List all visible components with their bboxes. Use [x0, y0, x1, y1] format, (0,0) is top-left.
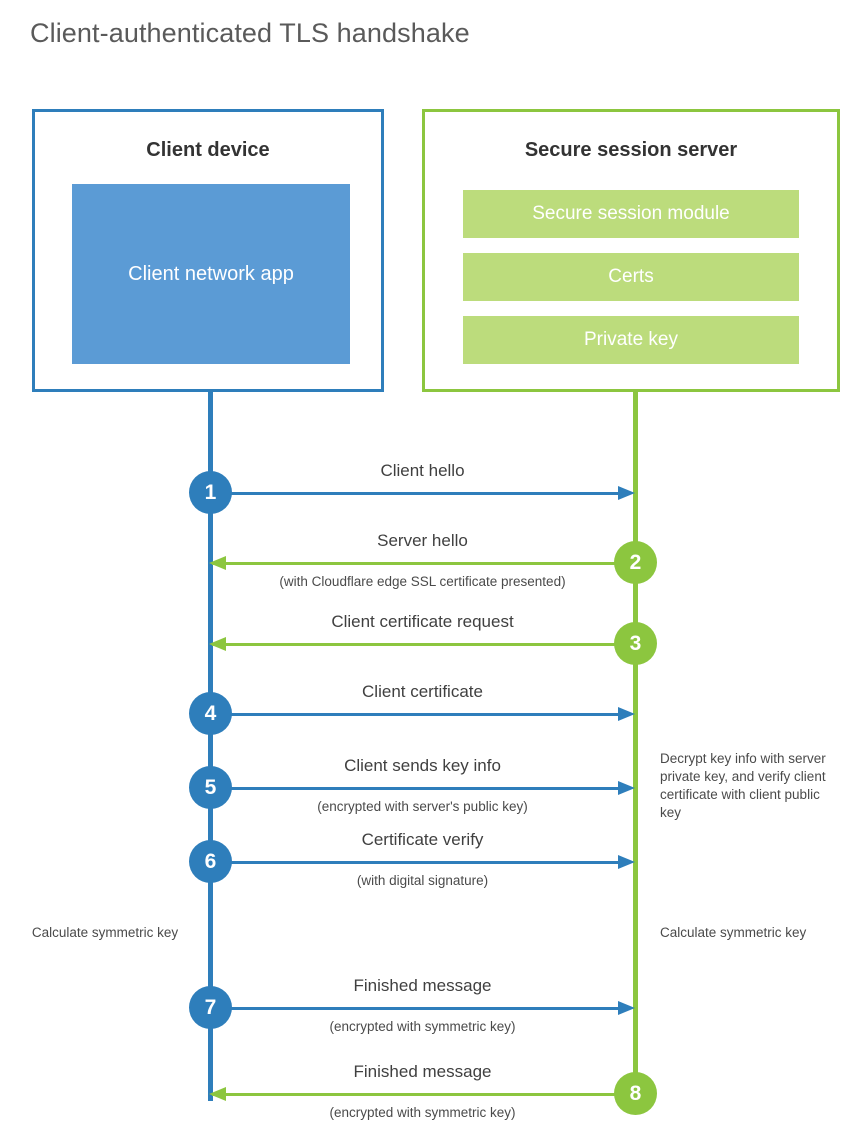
server-bar-private-key: Private key [463, 316, 799, 364]
arrow-line-8 [212, 1093, 635, 1096]
arrow-line-7 [210, 1007, 630, 1010]
arrow-head-icon-5 [618, 781, 635, 795]
client-device-title: Client device [146, 139, 270, 161]
message-label-1: Client hello [380, 461, 465, 480]
step-circle-1: 1 [189, 471, 232, 514]
step-circle-3: 3 [614, 622, 657, 665]
message-label-4: Client certificate [362, 682, 483, 701]
arrow-line-1 [210, 492, 630, 495]
client-lifeline [208, 389, 213, 1101]
message-label-3: Client certificate request [331, 612, 514, 631]
message-sublabel-5: (encrypted with server's public key) [317, 799, 528, 814]
message-label-2: Server hello [377, 531, 468, 550]
client-device-box: Client device Client network app [32, 109, 384, 392]
message-label-6: Certificate verify [361, 830, 484, 849]
note-client-calculate-symmetric-key: Calculate symmetric key [31, 925, 179, 940]
step-circle-4: 4 [189, 692, 232, 735]
arrow-head-icon-8 [209, 1087, 226, 1101]
message-sublabel-2: (with Cloudflare edge SSL certificate pr… [279, 574, 566, 589]
arrow-head-icon-6 [618, 855, 635, 869]
message-sublabel-7: (encrypted with symmetric key) [329, 1019, 516, 1034]
page-title: Client-authenticated TLS handshake [30, 18, 470, 48]
message-label-7: Finished message [353, 976, 492, 995]
arrow-head-icon-7 [618, 1001, 635, 1015]
arrow-head-icon-4 [618, 707, 635, 721]
message-label-5: Client sends key info [344, 756, 501, 775]
step-circle-5: 5 [189, 766, 232, 809]
secure-session-server-title: Secure session server [524, 139, 738, 161]
server-bar-secure-session-module: Secure session module [463, 190, 799, 238]
message-label-8: Finished message [353, 1062, 492, 1081]
note-server-calculate-symmetric-key: Calculate symmetric key [660, 925, 807, 940]
arrow-head-icon-3 [209, 637, 226, 651]
arrow-head-icon-1 [618, 486, 635, 500]
arrow-line-2 [212, 562, 635, 565]
arrow-line-5 [210, 787, 630, 790]
secure-session-server-box: Secure session server Secure session mod… [422, 109, 840, 392]
arrow-line-6 [210, 861, 630, 864]
step-circle-2: 2 [614, 541, 657, 584]
note-server-decrypt: Decrypt key info with server private key… [660, 751, 826, 820]
server-lifeline [633, 389, 638, 1095]
message-sublabel-8: (encrypted with symmetric key) [329, 1105, 516, 1120]
arrow-line-3 [212, 643, 635, 646]
arrow-line-4 [210, 713, 630, 716]
server-bar-certs: Certs [463, 253, 799, 301]
arrow-head-icon-2 [209, 556, 226, 570]
step-circle-8: 8 [614, 1072, 657, 1115]
step-circle-6: 6 [189, 840, 232, 883]
client-network-app-block: Client network app [72, 184, 350, 364]
message-sublabel-6: (with digital signature) [356, 873, 489, 888]
step-circle-7: 7 [189, 986, 232, 1029]
